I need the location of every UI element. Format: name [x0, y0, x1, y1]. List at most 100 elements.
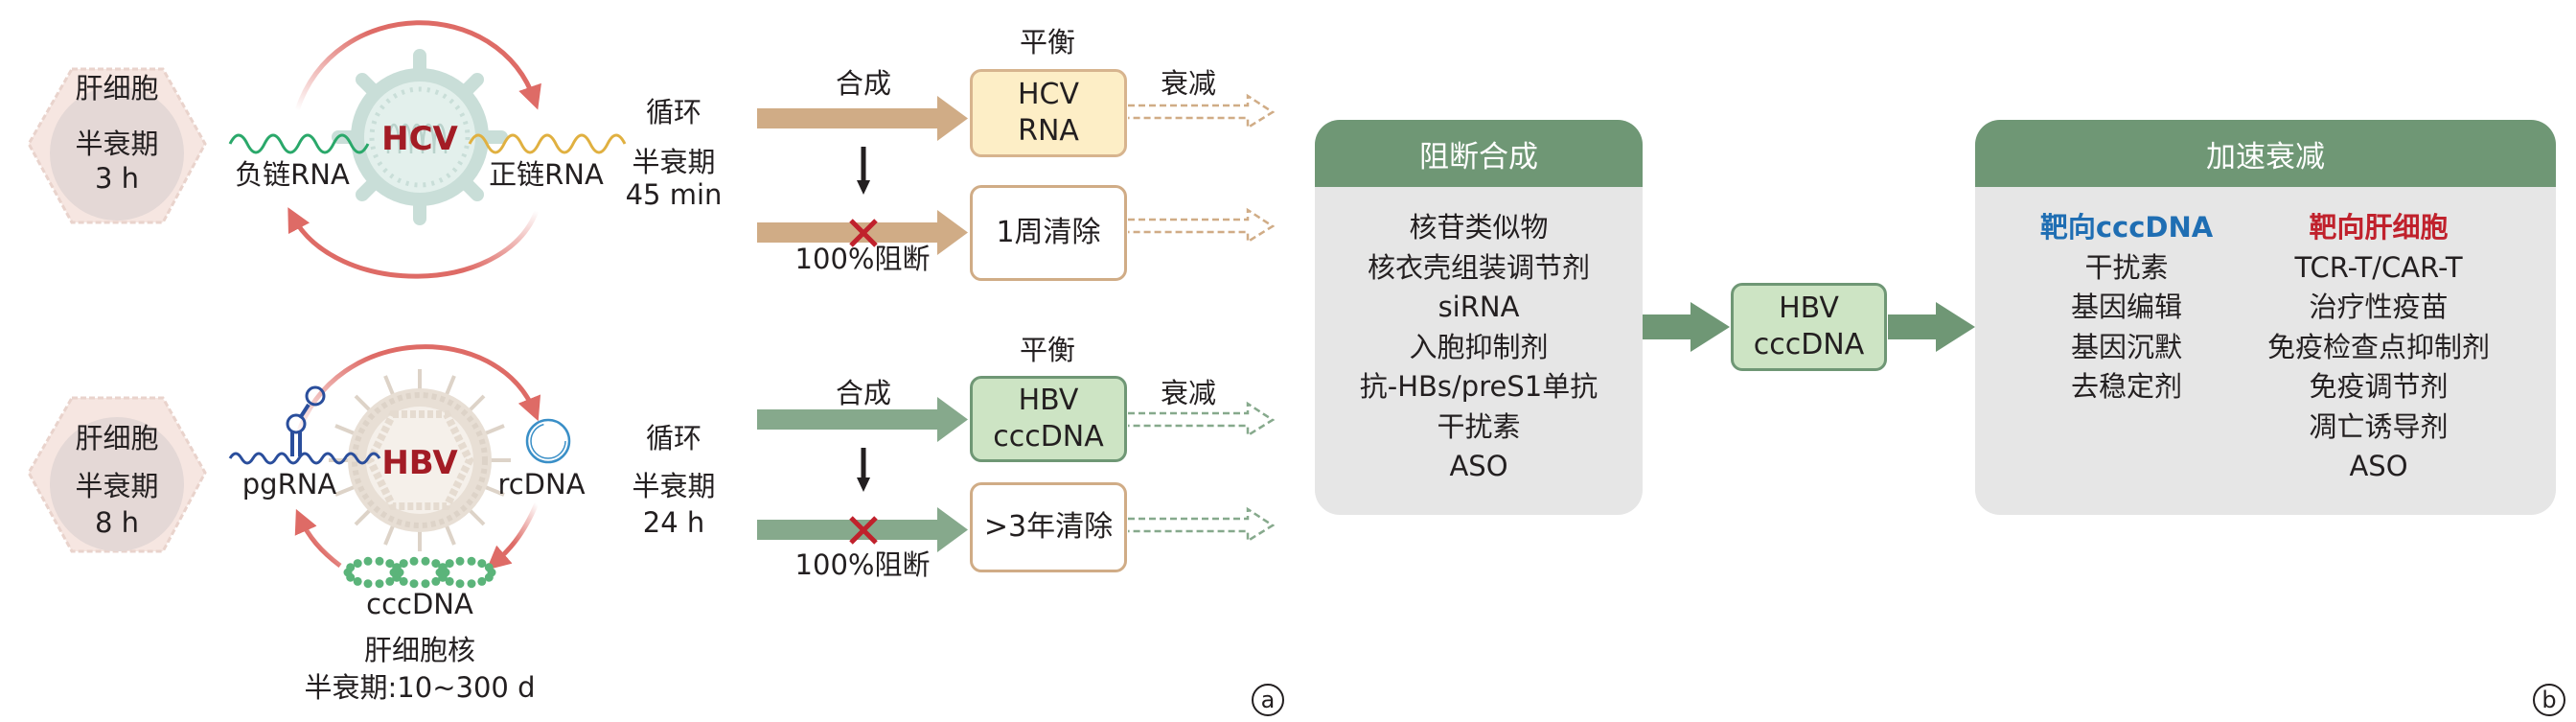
hcv-virus-label: HCV [381, 120, 458, 158]
list-item: 去稳定剂 [2070, 370, 2182, 403]
cccdna-icon [343, 556, 496, 589]
circulation-title: 循环 [645, 96, 702, 128]
circulation-halflife-label: 半衰期 [632, 146, 716, 178]
cccdna-bead [353, 576, 362, 586]
decay-label: 衰减 [1160, 67, 1217, 100]
arrow-to-accelerate-decay [1888, 302, 1975, 352]
synthesis-label: 合成 [835, 377, 892, 409]
equilibrium-label: 平衡 [1019, 334, 1076, 366]
arrow-to-cccdna [1643, 302, 1730, 352]
list-heading: 靶向cccDNA [2039, 211, 2214, 244]
list-item: 抗-HBs/preS1单抗 [1359, 370, 1598, 403]
pos-strand-label: 正链RNA [489, 158, 604, 191]
hepatocyte-halflife-label: 半衰期 [75, 128, 159, 160]
box-line: >3年清除 [983, 510, 1114, 544]
box-line: cccDNA [993, 420, 1104, 454]
cccdna-bead [455, 556, 465, 566]
hbv-clearance-box: >3年清除 [970, 482, 1127, 572]
cccdna-bead [409, 579, 419, 589]
panel-label-b: b [2533, 684, 2565, 716]
hbv-virus-icon [329, 369, 511, 551]
pos-strand-rna-icon [468, 133, 627, 154]
cycle-arrow-cccdna-to-pgrna [294, 508, 342, 568]
list-item: 入胞抑制剂 [1409, 330, 1549, 363]
list-item: 治疗性疫苗 [2309, 291, 2449, 323]
hcv-rna-box: HCV RNA [970, 69, 1127, 157]
cccdna-bead [431, 576, 441, 586]
hcv-decay-dashed-arrow [1128, 93, 1276, 130]
cccdna-bead [353, 559, 362, 569]
center-hbv-cccdna-box: HBV cccDNA [1731, 283, 1887, 371]
cccdna-bead [346, 563, 356, 572]
list-item: 免疫调节剂 [2309, 370, 2449, 403]
hcv-blocked-arrow [757, 210, 968, 255]
cccdna-bead [409, 556, 419, 566]
hepatocyte-halflife-value: 8 h [94, 506, 140, 539]
cycle-arrow-rcdna-to-cccdna [486, 502, 540, 571]
hepatocyte-hcv [27, 67, 207, 224]
nucleus-icon [50, 86, 184, 221]
list-item: 干扰素 [1437, 409, 1521, 443]
hepatocyte-halflife-label: 半衰期 [75, 470, 159, 502]
circulation-title: 循环 [645, 422, 702, 454]
rcdna-icon [525, 418, 571, 464]
cccdna-bead [431, 559, 441, 569]
card-title: 阻断合成 [1315, 120, 1643, 187]
box-line: HBV [1018, 384, 1079, 417]
cccdna-bead [445, 576, 454, 586]
cccdna-bead [385, 559, 395, 569]
synthesis-label: 合成 [835, 67, 892, 100]
block-label: 100%阻断 [794, 243, 931, 275]
decay-label: 衰减 [1160, 377, 1217, 409]
hbv-synthesis-arrow [757, 397, 968, 442]
cccdna-bead [467, 579, 476, 589]
hbv-decay-dashed-arrow [1128, 401, 1276, 438]
list-item: 干扰素 [2084, 250, 2169, 284]
cccdna-bead [375, 579, 384, 589]
hcv-synthesis-arrow [757, 96, 968, 141]
hcv-clearance-box: 1周清除 [970, 185, 1127, 281]
list-item: 基因编辑 [2070, 291, 2182, 323]
cccdna-bead [421, 556, 430, 566]
nucleus-label: 肝细胞核 [363, 634, 476, 666]
cccdna-bead [484, 563, 494, 572]
cccdna-bead [477, 576, 487, 586]
cccdna-bead [484, 572, 494, 582]
cccdna-bead [392, 563, 402, 572]
list-item: ASO [1449, 450, 1508, 482]
list-item: 凋亡诱导剂 [2309, 409, 2449, 443]
nucleus-icon [50, 417, 184, 551]
box-line: RNA [1018, 114, 1079, 148]
cycle-arrow-top-hcv [294, 20, 541, 111]
cccdna-bead [363, 556, 373, 566]
equilibrium-label: 平衡 [1019, 26, 1076, 58]
cycle-arrow-top-hbv [294, 344, 541, 437]
hepatocyte-hbv [27, 396, 207, 553]
panel-label-a: a [1252, 684, 1284, 716]
neg-strand-label: 负链RNA [235, 158, 350, 191]
circulation-halflife-value: 45 min [625, 178, 723, 211]
block-label: 100%阻断 [794, 548, 931, 581]
block-cross-icon [849, 219, 878, 247]
list-item: TCR-T/CAR-T [2294, 250, 2463, 284]
down-arrow-icon [857, 448, 870, 492]
cccdna-bead [421, 579, 430, 589]
pgrna-icon [228, 385, 381, 465]
pgrna-label: pgRNA [242, 468, 337, 501]
down-arrow-icon [857, 147, 870, 195]
rcdna-label: rcDNA [497, 468, 586, 501]
hbv-clear-dashed-arrow [1128, 506, 1276, 544]
hbv-blocked-arrow [757, 507, 968, 552]
circulation-halflife-label: 半衰期 [632, 470, 716, 502]
cccdna-bead [438, 563, 448, 572]
cycle-arrow-bottom-hcv [288, 207, 540, 279]
cccdna-bead [477, 559, 487, 569]
circulation-halflife-value: 24 h [642, 506, 705, 539]
box-line: HBV [1779, 291, 1839, 325]
